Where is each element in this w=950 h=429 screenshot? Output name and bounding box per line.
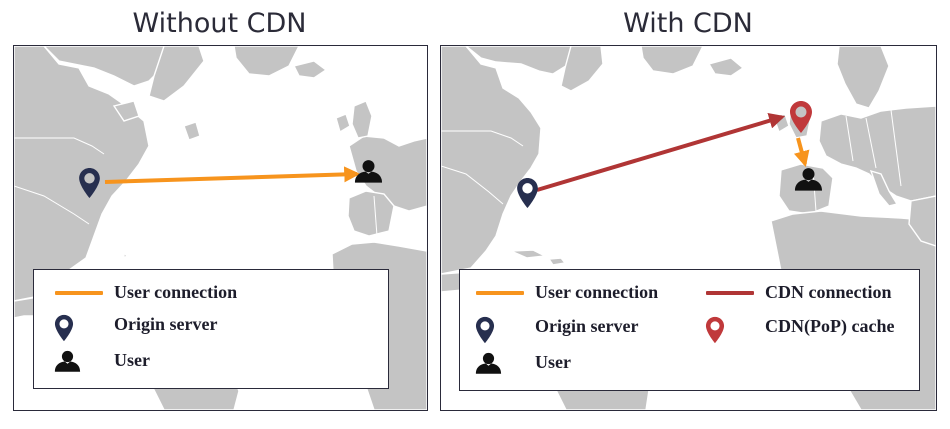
origin-server-pin-icon bbox=[517, 177, 538, 209]
land-iberia bbox=[347, 190, 395, 237]
panel-title-without-cdn: Without CDN bbox=[132, 8, 307, 39]
user-silhouette-icon bbox=[54, 350, 81, 372]
legend-label-cdn-connection: CDN connection bbox=[765, 282, 892, 302]
legend-label-user: User bbox=[535, 352, 571, 372]
legend-item-cdn-cache: CDN(PoP) cache bbox=[705, 316, 895, 344]
panel-title-with-cdn: With CDN bbox=[623, 8, 753, 39]
land-canada-islands bbox=[112, 100, 140, 122]
land-europe bbox=[348, 135, 427, 212]
legend-label-origin-server: Origin server bbox=[535, 316, 639, 336]
legend-item-user: User bbox=[475, 352, 571, 374]
legend-item-user-connection: User connection bbox=[475, 282, 658, 303]
country-borders bbox=[14, 137, 378, 237]
user-connection-line-left bbox=[104, 166, 361, 184]
land-ireland bbox=[335, 113, 351, 134]
legend-label-user-connection: User connection bbox=[114, 282, 238, 302]
land-iceland bbox=[292, 60, 328, 79]
land-hispaniola bbox=[547, 257, 567, 266]
user-connection-line-right bbox=[793, 137, 810, 168]
legend-item-user-connection: User connection bbox=[54, 282, 237, 303]
land-labrador bbox=[148, 46, 205, 102]
map-panel-with-cdn: User connection CDN connection Origin se… bbox=[440, 45, 937, 411]
legend-item-origin-server: Origin server bbox=[54, 314, 218, 342]
land-italy bbox=[869, 169, 899, 207]
land-middle-east bbox=[908, 195, 936, 247]
land-greenland bbox=[233, 46, 300, 77]
orange-line-swatch bbox=[55, 290, 103, 295]
north-america-land bbox=[441, 46, 542, 275]
land-bahamas bbox=[123, 251, 129, 260]
legend-label-origin-server: Origin server bbox=[114, 314, 218, 334]
map-pin-icon bbox=[54, 314, 74, 342]
cdn-connection-line bbox=[536, 112, 786, 192]
map-pin-icon bbox=[705, 316, 725, 344]
legend-with-cdn: User connection CDN connection Origin se… bbox=[459, 269, 920, 391]
orange-line-swatch bbox=[476, 290, 524, 295]
legend-item-origin-server: Origin server bbox=[475, 316, 639, 344]
legend-without-cdn: User connection Origin server User bbox=[33, 269, 389, 389]
legend-label-user-connection: User connection bbox=[535, 282, 659, 302]
legend-label-cdn-cache: CDN(PoP) cache bbox=[765, 316, 895, 336]
land-labrador bbox=[560, 46, 604, 92]
map-pin-icon bbox=[475, 316, 495, 344]
red-line-swatch bbox=[706, 290, 754, 295]
land-iceland bbox=[707, 57, 745, 77]
map-panel-without-cdn: User connection Origin server User bbox=[13, 45, 428, 411]
legend-item-cdn-connection: CDN connection bbox=[705, 282, 892, 303]
land-uk bbox=[351, 100, 373, 139]
land-greenland bbox=[640, 46, 704, 75]
country-borders bbox=[441, 109, 902, 212]
land-newfoundland bbox=[183, 121, 201, 141]
user-silhouette-icon bbox=[475, 352, 502, 374]
land-scandinavia bbox=[836, 46, 890, 109]
legend-label-user: User bbox=[114, 350, 150, 370]
land-cuba bbox=[510, 249, 548, 259]
legend-item-user: User bbox=[54, 350, 150, 372]
